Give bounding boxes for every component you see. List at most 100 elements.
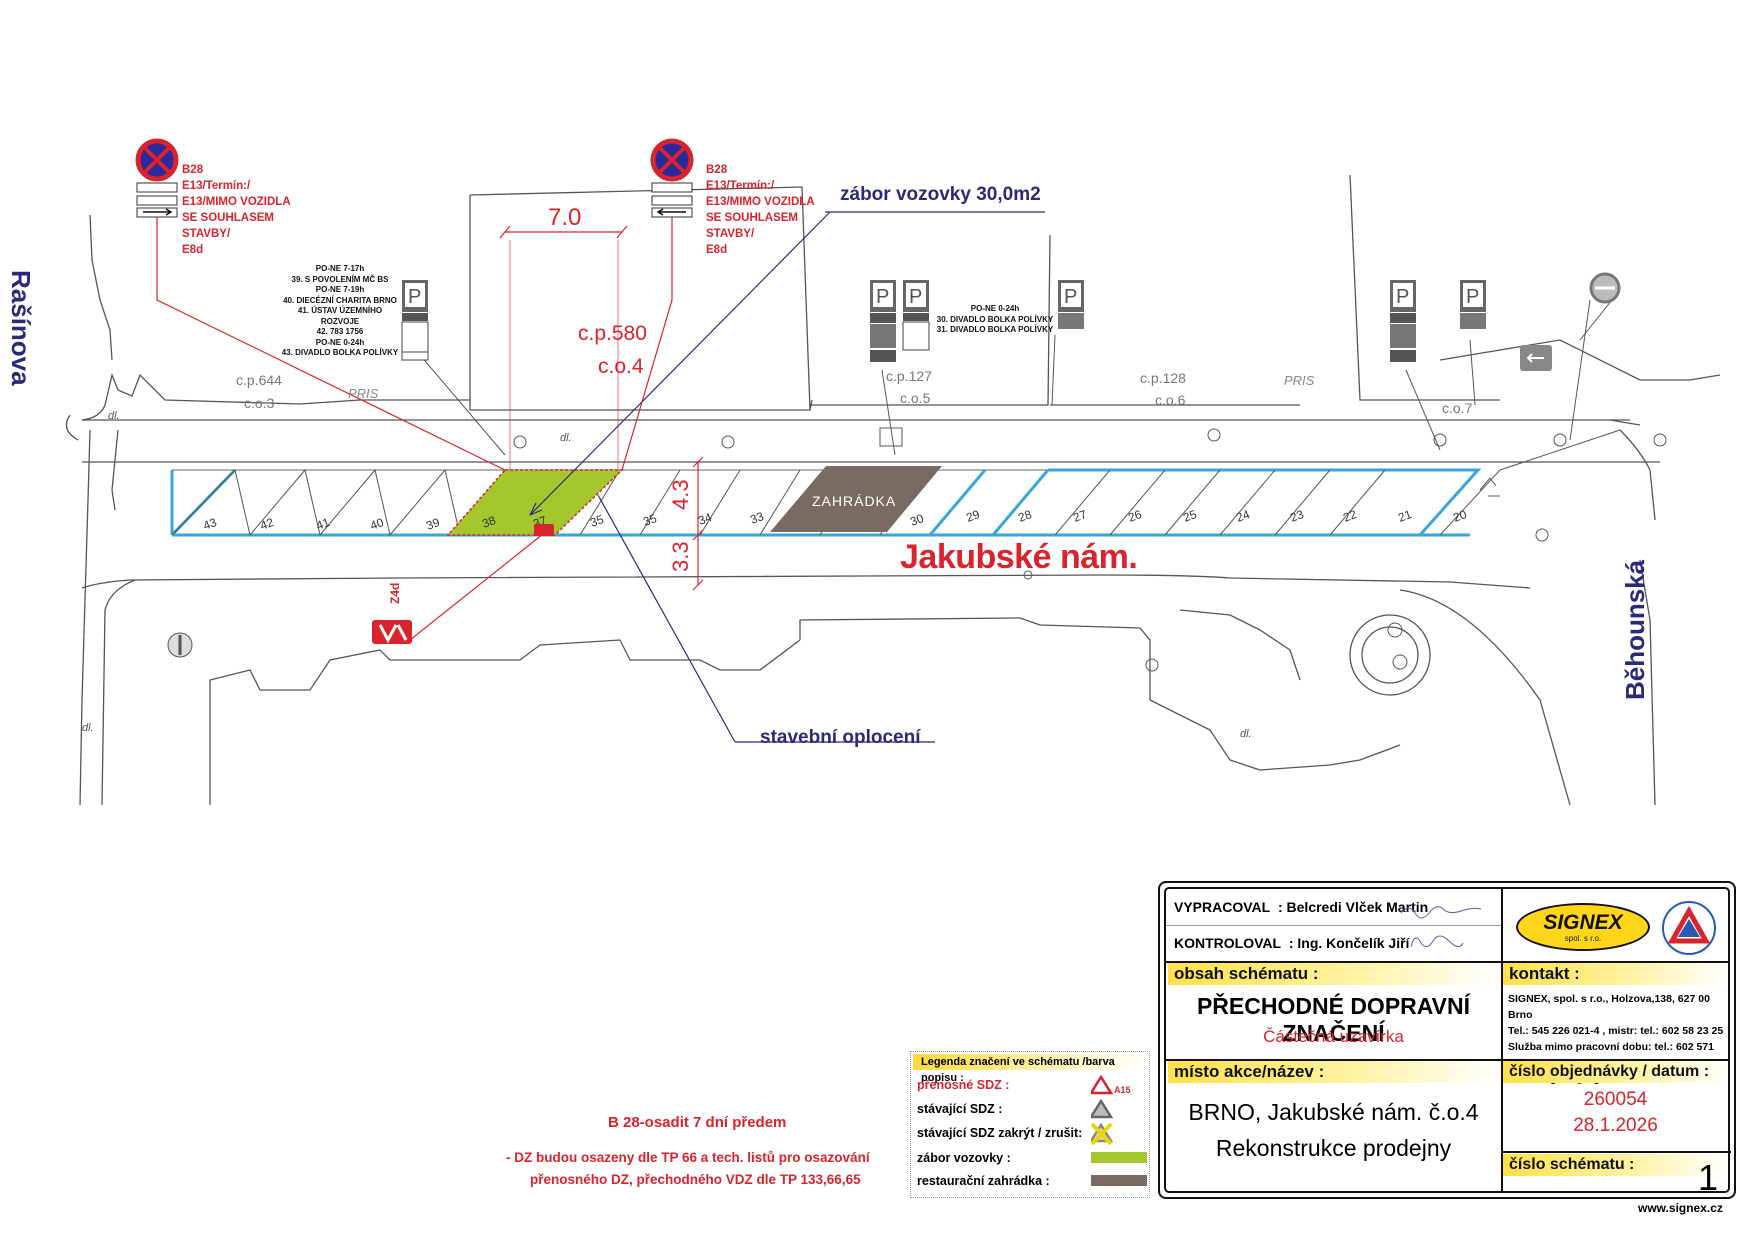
dl-label-1: dl.	[108, 410, 120, 422]
misto-line-2: Rekonstrukce prodejny	[1215, 1135, 1452, 1161]
no-stopping-sign-right	[650, 138, 694, 218]
parking-number: 23	[1288, 507, 1306, 525]
parking-number: 27	[1071, 507, 1089, 525]
sign-leaders	[156, 212, 704, 641]
building-co6: c.o.6	[1155, 392, 1186, 408]
svg-text:P: P	[909, 286, 922, 308]
note-line-1: B 28-osadit 7 dní předem	[608, 1114, 787, 1131]
svg-text:P: P	[876, 286, 889, 308]
parking-number: 28	[1016, 507, 1034, 525]
obsah-title: PŘECHODNÉ DOPRAVNÍ ZNAČENÍ	[1196, 993, 1471, 1046]
parking-number: 20	[1451, 507, 1469, 525]
misto-line-1: BRNO, Jakubské nám. č.o.4	[1188, 1099, 1479, 1125]
street-jakubske: Jakubské nám.	[900, 538, 1138, 576]
svg-text:P: P	[1396, 286, 1409, 308]
parking-number: 38	[480, 513, 498, 531]
no-stopping-sign-left	[135, 138, 179, 218]
legend-item-zakryt: stávající SDZ zakrýt / zrušit:	[917, 1126, 1083, 1140]
navy-leaders	[529, 211, 1045, 743]
a15-warning-icon	[1091, 1074, 1114, 1095]
parking-number: 41	[314, 515, 332, 533]
parking-number: 21	[1396, 507, 1414, 525]
dl-label-3: dl.	[82, 722, 94, 734]
legend: Legenda značení ve schématu /barva popis…	[910, 1051, 1150, 1198]
street-rasinova: Rašínova	[6, 270, 36, 386]
kontakt-label: kontakt :	[1503, 963, 1728, 985]
schema-number: 1	[1698, 1157, 1719, 1198]
parking-number: 26	[1126, 507, 1144, 525]
misto-label: místo akce/název :	[1168, 1061, 1498, 1083]
legend-item-zahradka: restaurační zahrádka :	[917, 1174, 1050, 1188]
obsah-sub: Částečná uzavírka	[1263, 1027, 1404, 1046]
kontroloval-row: KONTROLOVAL : Ing. Končelík Jiří	[1174, 935, 1410, 951]
signatures	[1400, 906, 1482, 948]
parking-number: 24	[1234, 507, 1252, 525]
parking-number: 34	[696, 510, 714, 528]
existing-sign-icon	[1091, 1098, 1114, 1119]
z4d-small	[534, 524, 554, 536]
building-cp127: c.p.127	[886, 368, 932, 384]
a15-label: A15	[1114, 1085, 1131, 1095]
zabor-area	[446, 469, 624, 536]
note-line-3: přenosného DZ, přechodného VDZ dle TP 13…	[530, 1172, 861, 1187]
cover-x-icon	[1091, 1122, 1113, 1146]
note-line-2: - DZ budou osazeny dle TP 66 a tech. lis…	[506, 1150, 870, 1165]
zabor-swatch	[1091, 1152, 1147, 1163]
vypracoval-row: VYPRACOVAL : Belcredi Vlček Martin	[1174, 899, 1429, 915]
web-link[interactable]: www.signex.cz	[1638, 1201, 1723, 1215]
parking-signs: P P P P P P	[401, 272, 1621, 371]
parking-number: 30	[908, 511, 926, 529]
legend-item-zabor: zábor vozovky :	[917, 1151, 1011, 1165]
parking-number: 25	[1181, 507, 1199, 525]
parking-number: 35	[588, 512, 606, 530]
building-cp128: c.p.128	[1140, 370, 1186, 386]
z4d-label: Z4d	[388, 582, 402, 604]
street-outlines	[65, 174, 1721, 806]
dim-43: 4.3	[668, 479, 693, 510]
co4-label: c.o.4	[598, 355, 644, 378]
building-co3: c.o.3	[244, 395, 275, 411]
legend-item-stavajici: stávající SDZ :	[917, 1102, 1003, 1116]
parking-number: 33	[748, 509, 766, 527]
dim-33: 3.3	[668, 541, 693, 572]
z4d-sign	[372, 620, 412, 644]
obsah-label: obsah schématu :	[1168, 963, 1498, 985]
svg-text:P: P	[1466, 286, 1479, 308]
objednavka-label: číslo objednávky / datum :	[1503, 1061, 1728, 1083]
building-cp644: c.p.644	[236, 372, 282, 388]
zahradka-label: ZAHRÁDKA	[812, 493, 896, 509]
svg-text:P: P	[408, 286, 421, 308]
signex-logo: SIGNEX spol. s r.o.	[1516, 903, 1650, 951]
svg-text:P: P	[1064, 286, 1077, 308]
parking-number: 29	[964, 507, 982, 525]
fixtures	[167, 427, 1667, 672]
title-block: VYPRACOVAL : Belcredi Vlček Martin KONTR…	[1158, 881, 1736, 1199]
legend-item-prenosne: přenosné SDZ :	[917, 1078, 1010, 1092]
zabor-label: zábor vozovky 30,0m2	[840, 184, 1041, 205]
legend-symbols: A15	[1091, 1074, 1147, 1186]
objednavka-date: 28.1.2026	[1573, 1115, 1658, 1136]
parking-number: 39	[424, 515, 442, 533]
parking-number: 35	[641, 511, 659, 529]
building-co5: c.o.5	[900, 390, 931, 406]
parking-number: 40	[368, 515, 386, 533]
street-behounska: Běhounská	[1620, 559, 1650, 700]
pris-label-1: PRIS	[348, 386, 379, 401]
parking-number: 43	[201, 515, 219, 533]
dl-label-4: dl.	[1240, 728, 1252, 740]
signex-emblem-icon	[1662, 901, 1716, 955]
zahradka-swatch	[1091, 1175, 1147, 1186]
cp580-label: c.p.580	[578, 322, 647, 345]
objednavka-number: 260054	[1583, 1089, 1648, 1110]
parking-number: 42	[258, 515, 276, 533]
legend-header: Legenda značení ve schématu /barva popis…	[913, 1054, 1147, 1084]
zahradka-area	[770, 466, 942, 532]
pris-label-2: PRIS	[1284, 373, 1315, 388]
parking-number: 22	[1341, 507, 1359, 525]
